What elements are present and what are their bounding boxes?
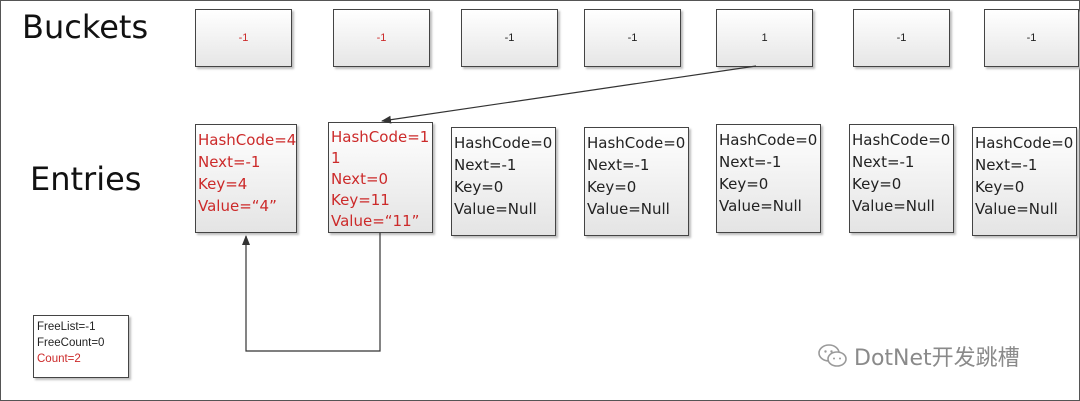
count-text: Count=2: [37, 353, 81, 365]
entry-next: Next=-1: [454, 156, 517, 174]
watermark: DotNet开发跳槽: [818, 340, 1020, 372]
entry-hashcode: HashCode=0: [454, 134, 553, 152]
entry-box: HashCode=1 1 Next=0 Key=11 Value=“11”: [328, 122, 433, 233]
entry-next: Next=0: [331, 170, 389, 188]
entry-box: HashCode=0 Next=-1 Key=0 Value=Null: [716, 124, 821, 233]
entry-key: Key=0: [719, 175, 769, 193]
entry-next: Next=-1: [198, 153, 261, 171]
entry-next: Next=-1: [975, 156, 1038, 174]
entry-hashcode-wrap: 1: [331, 149, 341, 167]
entry-value: Value=Null: [719, 197, 802, 215]
entry-hashcode: HashCode=0: [719, 131, 818, 149]
bucket-value: -1: [1026, 32, 1037, 44]
wechat-icon: [818, 344, 847, 367]
entry-value: Value=Null: [852, 197, 935, 215]
bucket-value: -1: [376, 32, 387, 44]
bucket-value: -1: [238, 32, 249, 44]
entry-key: Key=11: [331, 191, 390, 209]
bucket-box: -1: [584, 9, 681, 67]
entry-key: Key=0: [975, 178, 1025, 196]
entry-key: Key=4: [198, 175, 248, 193]
entry-value: Value=“11”: [331, 212, 420, 230]
entry-hashcode: HashCode=0: [852, 131, 951, 149]
entry-box: HashCode=0 Next=-1 Key=0 Value=Null: [849, 124, 954, 233]
bucket-box: -1: [195, 9, 292, 67]
bucket-box: -1: [333, 9, 430, 67]
entry-hashcode: HashCode=1: [331, 128, 430, 146]
buckets-label: Buckets: [22, 8, 149, 46]
entry-hashcode: HashCode=0: [975, 134, 1074, 152]
bucket-value: -1: [896, 32, 907, 44]
free-list-text: FreeList=-1: [37, 321, 96, 333]
bucket-box: -1: [461, 9, 558, 67]
free-count-text: FreeCount=0: [37, 337, 105, 349]
entry-next-arrow: [242, 233, 381, 352]
entry-key: Key=0: [454, 178, 504, 196]
entry-key: Key=0: [587, 178, 637, 196]
entries-label: Entries: [30, 160, 142, 198]
entry-hashcode: HashCode=4: [198, 131, 297, 149]
bucket-box: 1: [716, 9, 813, 67]
bucket-box: -1: [853, 9, 950, 67]
entry-box: HashCode=0 Next=-1 Key=0 Value=Null: [972, 127, 1077, 236]
entry-box: HashCode=4 Next=-1 Key=4 Value=“4”: [195, 124, 297, 233]
entry-box: HashCode=0 Next=-1 Key=0 Value=Null: [451, 127, 556, 236]
bucket-to-entry-arrow: [381, 65, 757, 124]
entry-value: Value=Null: [975, 200, 1058, 218]
entry-next: Next=-1: [852, 153, 915, 171]
entry-value: Value=“4”: [198, 197, 277, 215]
entry-next: Next=-1: [719, 153, 782, 171]
watermark-text: DotNet开发跳槽: [854, 346, 1020, 371]
entry-box: HashCode=0 Next=-1 Key=0 Value=Null: [584, 127, 689, 236]
entry-value: Value=Null: [587, 200, 670, 218]
bucket-value: -1: [504, 32, 515, 44]
entry-hashcode: HashCode=0: [587, 134, 686, 152]
bucket-value: -1: [627, 32, 638, 44]
entry-value: Value=Null: [454, 200, 537, 218]
entry-next: Next=-1: [587, 156, 650, 174]
bucket-box: -1: [984, 9, 1079, 67]
bucket-value: 1: [761, 32, 768, 44]
dictionary-info-box: FreeList=-1 FreeCount=0 Count=2: [33, 315, 129, 378]
entry-key: Key=0: [852, 175, 902, 193]
